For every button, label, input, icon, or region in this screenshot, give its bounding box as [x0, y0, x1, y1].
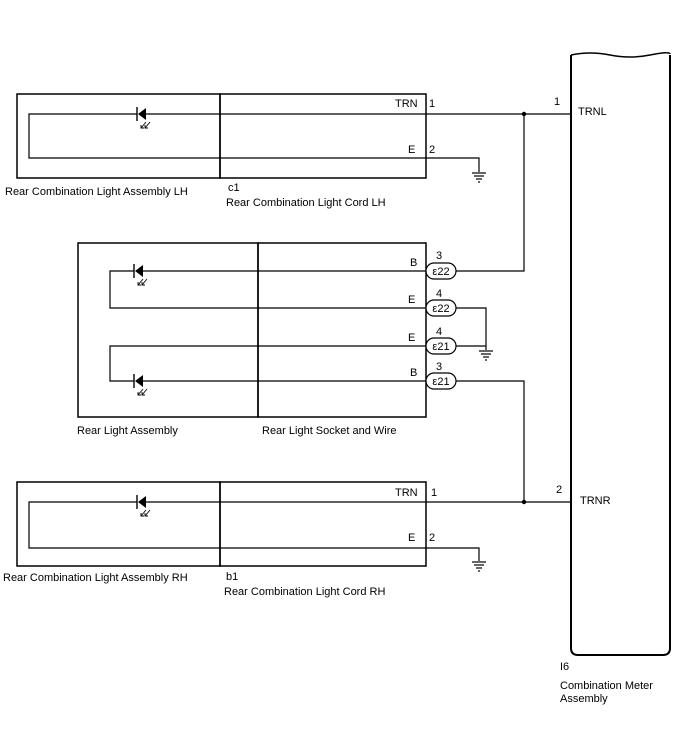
rh-wiring: [426, 499, 571, 572]
meter-pin-2-number: 2: [556, 484, 562, 496]
rh-trn-label: TRN: [395, 487, 418, 499]
rear-pin-number-2: 4: [436, 288, 442, 300]
rear-upper-led-icon: [133, 263, 148, 286]
lh-e-pin-number: 2: [429, 144, 435, 156]
rear-lower-led-icon: [133, 373, 148, 396]
connector-code-2: ε22: [432, 303, 449, 315]
rh-e-label: E: [408, 532, 415, 544]
rh-assembly-box: [16, 481, 221, 567]
rh-ground-icon: [471, 561, 487, 572]
connector-code-3: ε21: [432, 341, 449, 353]
lh-assembly-box: [16, 93, 221, 179]
rh-cord-label: Rear Combination Light Cord RH: [224, 586, 385, 598]
rear-pin-signal-1: B: [410, 257, 417, 269]
meter-pin-trnr-label: TRNR: [580, 495, 611, 507]
lh-cord-label: Rear Combination Light Cord LH: [226, 197, 386, 209]
lh-led-icon: [136, 106, 151, 129]
rh-e-pin-number: 2: [429, 532, 435, 544]
rear-pin-signal-3: E: [408, 332, 415, 344]
lh-assembly-label: Rear Combination Light Assembly LH: [5, 186, 188, 198]
rear-pin-number-1: 3: [436, 250, 442, 262]
rh-led-icon: [136, 494, 151, 517]
rear-light-socket-box: [257, 242, 427, 418]
rh-trn-pin-number: 1: [431, 487, 437, 499]
rh-cord-box: [219, 481, 427, 567]
connector-code-4: ε21: [432, 376, 449, 388]
meter-connector-code: I6: [560, 661, 569, 673]
rear-light-assembly: B E E B 3 4 4 3 ε22 ε22 ε21 ε21 Rear Lig…: [77, 242, 457, 437]
meter-name-line1: Combination Meter: [560, 680, 653, 692]
rear-pin-number-4: 3: [436, 361, 442, 373]
rear-combination-light-lh: TRN 1 E 2 Rear Combination Light Assembl…: [5, 93, 435, 209]
rh-assembly-label: Rear Combination Light Assembly RH: [3, 572, 188, 584]
rear-light-socket-label: Rear Light Socket and Wire: [262, 425, 397, 437]
combination-meter: 1 TRNL 2 TRNR I6 Combination Meter Assem…: [554, 51, 671, 705]
rear-ground-icon: [478, 350, 494, 361]
meter-name-line2: Assembly: [560, 693, 608, 705]
rear-pin-number-3: 4: [436, 326, 442, 338]
lh-ground-icon: [471, 172, 487, 183]
lh-e-label: E: [408, 144, 415, 156]
rh-cord-code: b1: [226, 571, 238, 583]
rear-light-assembly-label: Rear Light Assembly: [77, 425, 178, 437]
connector-code-1: ε22: [432, 266, 449, 278]
meter-pin-trnl-label: TRNL: [578, 106, 607, 118]
rear-pin-signal-2: E: [408, 294, 415, 306]
lh-cord-box: [219, 93, 427, 179]
rear-pin-signal-4: B: [410, 367, 417, 379]
lh-wiring: [426, 113, 571, 183]
rear-light-wiring: [456, 111, 527, 502]
lh-cord-code: c1: [228, 182, 240, 194]
rear-combination-light-rh: TRN 1 E 2 Rear Combination Light Assembl…: [3, 481, 437, 598]
rear-light-assembly-box: [77, 242, 259, 418]
meter-pin-1-number: 1: [554, 96, 560, 108]
lh-trn-label: TRN: [395, 98, 418, 110]
lh-trn-pin-number: 1: [429, 98, 435, 110]
